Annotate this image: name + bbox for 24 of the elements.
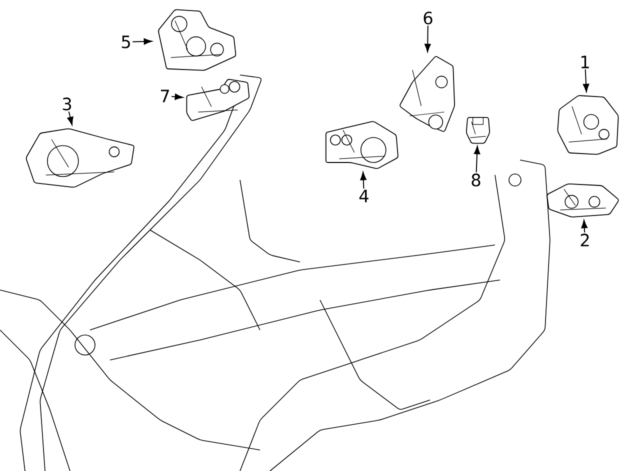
leader-arrow [474,146,480,173]
leader-arrow [581,220,588,233]
mount-drawing [26,128,134,188]
mount-drawing [158,9,236,71]
leader-arrow [132,38,152,45]
callout-number: 2 [580,234,589,246]
mount-drawing [186,78,250,121]
mount-drawing [400,56,455,132]
callout-number: 7 [161,90,169,102]
mount-drawing [325,121,398,169]
callout-number: 6 [424,12,432,24]
callout-number: 1 [581,56,589,68]
leader-arrow [424,25,431,52]
leader-arrow [360,172,367,190]
callout-number: 4 [359,190,368,202]
callout-number: 8 [472,174,480,186]
leader-arrow [171,94,184,100]
callout-number: 5 [122,36,130,48]
mount-drawing [557,95,619,155]
mount-drawing [466,116,490,144]
leader-arrow [582,68,590,92]
mount-drawing [546,183,619,218]
leader-arrow [67,111,74,126]
callout-number: 3 [62,98,72,110]
